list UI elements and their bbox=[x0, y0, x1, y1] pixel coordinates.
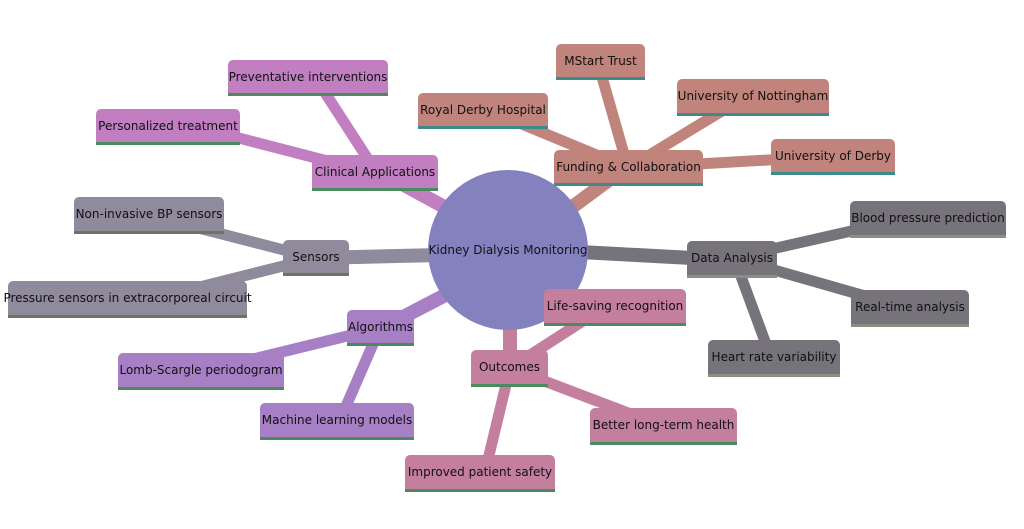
node-machine-learning-models[interactable]: Machine learning models bbox=[260, 403, 414, 440]
node-label: Data Analysis bbox=[691, 251, 773, 265]
node-personalized-treatment[interactable]: Personalized treatment bbox=[96, 109, 240, 145]
node-non-invasive-bp-sensors[interactable]: Non-invasive BP sensors bbox=[74, 197, 224, 234]
node-label: Lomb-Scargle periodogram bbox=[119, 363, 283, 377]
node-label: Clinical Applications bbox=[314, 164, 436, 179]
node-label: Better long-term health bbox=[592, 418, 735, 432]
node-label: Heart rate variability bbox=[711, 350, 837, 364]
node-mstart-trust[interactable]: MStart Trust bbox=[556, 44, 645, 80]
node-sensors[interactable]: Sensors bbox=[283, 240, 349, 276]
node-algorithms[interactable]: Algorithms bbox=[347, 310, 414, 346]
node-label: Blood pressure prediction bbox=[851, 211, 1005, 225]
node-label: Machine learning models bbox=[261, 413, 413, 427]
node-heart-rate-variability[interactable]: Heart rate variability bbox=[708, 340, 840, 377]
node-data-analysis[interactable]: Data Analysis bbox=[687, 241, 777, 278]
node-preventative-interventions[interactable]: Preventative interventions bbox=[228, 60, 388, 96]
node-better-long-term-health[interactable]: Better long-term health bbox=[590, 408, 737, 445]
node-outcomes[interactable]: Outcomes bbox=[471, 350, 548, 387]
node-blood-pressure-prediction[interactable]: Blood pressure prediction bbox=[850, 201, 1006, 238]
node-label: Life-saving recognition bbox=[546, 299, 684, 313]
node-label: Pressure sensors in extracorporeal circu… bbox=[3, 291, 252, 305]
node-clinical-applications[interactable]: Clinical Applications bbox=[312, 155, 438, 191]
node-lomb-scargle-periodogram[interactable]: Lomb-Scargle periodogram bbox=[118, 353, 284, 390]
node-real-time-analysis[interactable]: Real-time analysis bbox=[851, 290, 969, 327]
node-label: Outcomes bbox=[478, 360, 541, 374]
node-funding-collaboration[interactable]: Funding & Collaboration bbox=[554, 150, 703, 186]
node-university-of-nottingham[interactable]: University of Nottingham bbox=[677, 79, 829, 116]
node-pressure-sensors[interactable]: Pressure sensors in extracorporeal circu… bbox=[3, 281, 252, 318]
node-label: Algorithms bbox=[347, 319, 414, 334]
node-label: Royal Derby Hospital bbox=[420, 102, 546, 117]
node-royal-derby-hospital[interactable]: Royal Derby Hospital bbox=[418, 93, 548, 129]
node-label: University of Derby bbox=[774, 148, 891, 163]
node-label: Real-time analysis bbox=[855, 300, 965, 314]
node-label: Preventative interventions bbox=[228, 69, 388, 84]
node-label: Improved patient safety bbox=[407, 465, 553, 479]
node-label: University of Nottingham bbox=[677, 89, 829, 103]
node-improved-patient-safety[interactable]: Improved patient safety bbox=[405, 455, 555, 492]
node-university-of-derby[interactable]: University of Derby bbox=[771, 139, 895, 175]
central-node-label: Kidney Dialysis Monitoring bbox=[428, 243, 588, 257]
node-label: MStart Trust bbox=[564, 53, 637, 68]
node-label: Sensors bbox=[292, 249, 340, 264]
node-label: Funding & Collaboration bbox=[556, 159, 701, 174]
node-life-saving-recognition[interactable]: Life-saving recognition bbox=[544, 289, 686, 326]
node-label: Non-invasive BP sensors bbox=[75, 207, 223, 221]
node-label: Personalized treatment bbox=[98, 118, 238, 133]
